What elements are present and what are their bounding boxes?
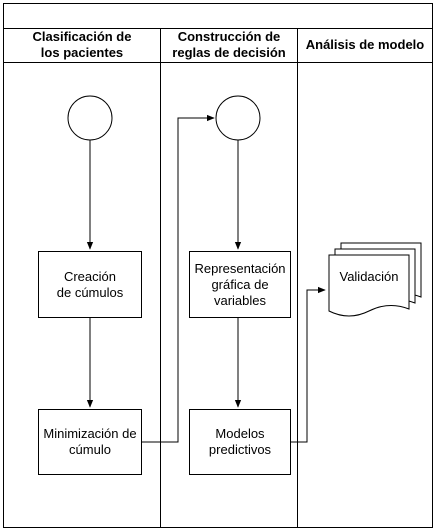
pool-frame [3, 3, 433, 528]
creacion-box: Creación de cúmulos [38, 251, 142, 318]
edge-minimizacion-to-lane2-start [141, 114, 215, 443]
representacion-box: Representación gráfica de variables [189, 251, 291, 318]
modelos-box: Modelos predictivos [189, 409, 291, 475]
lane-header-clasificacion: Clasificación de los pacientes [32, 29, 132, 60]
validacion-multidocument [328, 242, 422, 317]
lane-header-construccion: Construcción de reglas de decisión [172, 29, 286, 60]
start-node-lane1 [67, 95, 113, 141]
validacion-label: Validación [339, 269, 399, 284]
edge-modelos-to-validacion [290, 286, 326, 443]
minimizacion-box: Minimización de cúmulo [38, 409, 142, 475]
start-node-lane2 [215, 95, 261, 141]
lane-header-analisis: Análisis de modelo [305, 37, 425, 52]
